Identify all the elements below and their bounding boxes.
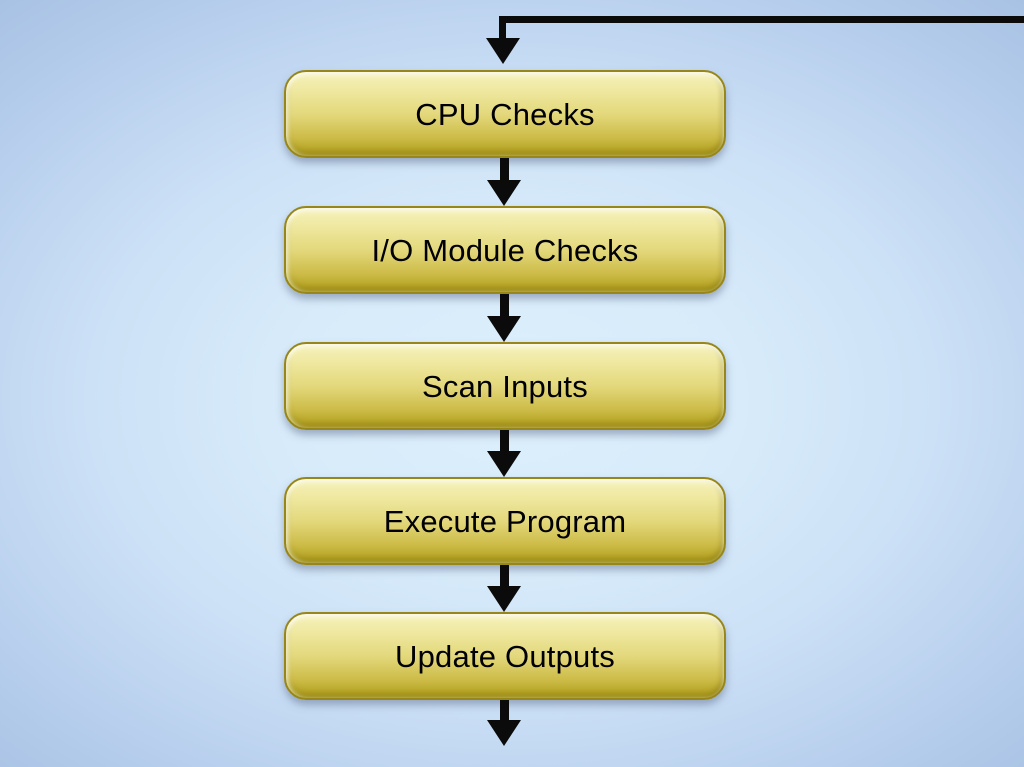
- flow-node-io-module-checks: I/O Module Checks: [284, 206, 726, 294]
- exit-arrow-arrowhead-icon: [487, 720, 521, 746]
- connector-arrow-2-stem: [500, 294, 509, 316]
- connector-arrow-3-stem: [500, 430, 509, 451]
- flow-node-label: CPU Checks: [415, 96, 595, 132]
- flow-node-scan-inputs: Scan Inputs: [284, 342, 726, 430]
- exit-arrow-stem: [500, 700, 509, 720]
- return-arrow-horizontal-line: [499, 16, 1024, 23]
- connector-arrow-3-arrowhead-icon: [487, 451, 521, 477]
- connector-arrow-1-arrowhead-icon: [487, 180, 521, 206]
- flow-node-label: Update Outputs: [395, 638, 615, 674]
- flow-node-execute-program: Execute Program: [284, 477, 726, 565]
- return-arrow-vertical-line: [499, 16, 506, 41]
- flow-node-label: Scan Inputs: [422, 368, 588, 404]
- connector-arrow-2-arrowhead-icon: [487, 316, 521, 342]
- return-arrow-arrowhead-icon: [486, 38, 520, 64]
- flow-node-label: I/O Module Checks: [371, 232, 639, 268]
- connector-arrow-4-arrowhead-icon: [487, 586, 521, 612]
- flow-node-label: Execute Program: [383, 503, 627, 539]
- flow-node-cpu-checks: CPU Checks: [284, 70, 726, 158]
- connector-arrow-1-stem: [500, 158, 509, 180]
- connector-arrow-4-stem: [500, 565, 509, 586]
- flow-node-update-outputs: Update Outputs: [284, 612, 726, 700]
